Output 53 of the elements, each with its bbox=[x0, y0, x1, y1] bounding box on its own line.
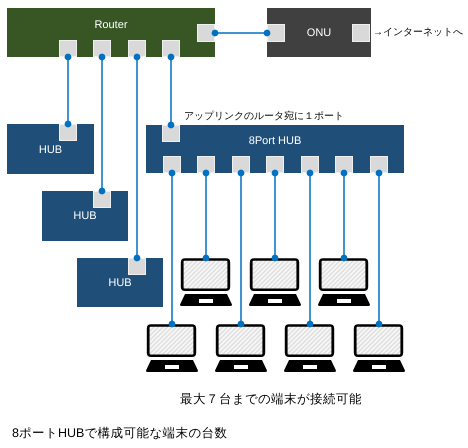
connector-line bbox=[202, 170, 210, 262]
port-square bbox=[197, 156, 215, 173]
hub-box bbox=[7, 124, 94, 174]
router-box bbox=[7, 8, 215, 57]
connector-line bbox=[306, 170, 314, 328]
note-text: 最大７台までの端末が接続可能 bbox=[180, 392, 362, 408]
laptop-picture bbox=[146, 324, 198, 373]
port-square bbox=[197, 24, 215, 42]
device-name: ONU bbox=[306, 26, 332, 40]
laptop-picture bbox=[215, 324, 267, 373]
device-name: HUB bbox=[73, 210, 97, 222]
port-square bbox=[128, 40, 146, 57]
connector-line bbox=[64, 54, 72, 128]
connector-line bbox=[238, 170, 244, 328]
connector-line bbox=[168, 170, 176, 328]
port-square bbox=[232, 156, 250, 173]
onu-box bbox=[267, 8, 371, 57]
port-square bbox=[93, 191, 111, 208]
port-square bbox=[162, 40, 180, 57]
device-name: 8Port HUB bbox=[248, 134, 302, 148]
connector-line bbox=[340, 170, 348, 262]
note-text: →インターネットへ bbox=[373, 26, 463, 40]
port-square bbox=[93, 40, 111, 57]
port-square bbox=[301, 156, 319, 173]
device-name: HUB bbox=[38, 144, 62, 156]
port-square bbox=[162, 125, 180, 142]
laptop-picture bbox=[180, 258, 232, 307]
connector-line bbox=[98, 54, 106, 194]
port-square bbox=[59, 124, 77, 141]
port-square bbox=[267, 24, 285, 42]
laptop-picture bbox=[318, 258, 370, 307]
device-name: HUB bbox=[108, 276, 132, 290]
connector-line bbox=[168, 54, 174, 128]
laptop-picture bbox=[284, 324, 336, 373]
port-square bbox=[163, 156, 181, 173]
device-name: Router bbox=[94, 18, 128, 32]
connector-line bbox=[376, 170, 382, 328]
hub-box bbox=[42, 191, 128, 241]
note-text: アップリンクのルータ宛に１ポート bbox=[184, 110, 344, 124]
port-square bbox=[370, 156, 388, 173]
connector-line bbox=[272, 170, 278, 262]
port-square bbox=[266, 156, 284, 173]
caption: 8ポートHUBで構成可能な端末の台数 bbox=[12, 426, 228, 442]
port-square bbox=[352, 24, 370, 42]
switch-box bbox=[146, 125, 404, 173]
laptop-picture bbox=[249, 258, 301, 307]
port-square bbox=[59, 40, 77, 57]
laptop-picture bbox=[353, 324, 405, 373]
port-square bbox=[128, 258, 146, 275]
connector-line bbox=[134, 54, 140, 262]
hub-box bbox=[77, 258, 163, 307]
connector-line bbox=[212, 30, 270, 36]
port-square bbox=[335, 156, 353, 173]
